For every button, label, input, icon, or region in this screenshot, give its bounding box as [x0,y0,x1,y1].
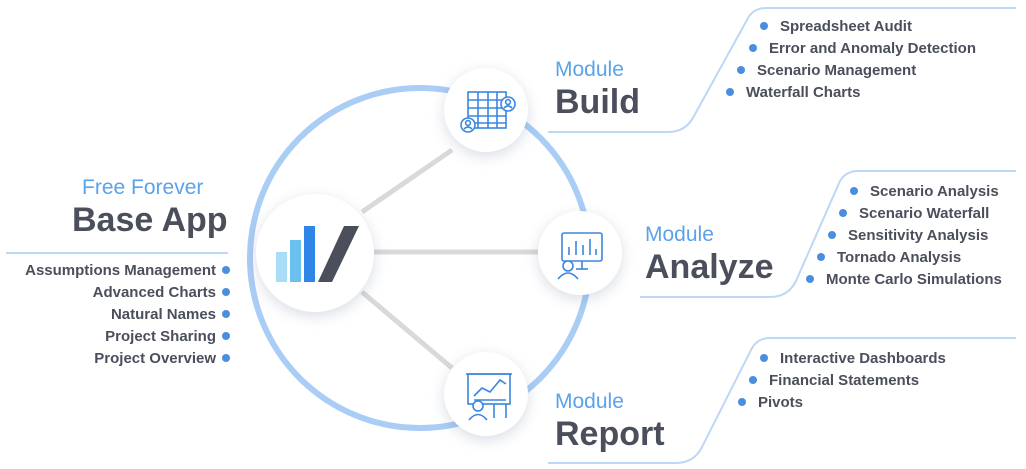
bullet-dot [222,332,230,341]
analyze-title: Analyze [645,248,774,286]
feature-label: Scenario Analysis [870,183,999,200]
bullet-dot [222,354,230,363]
feature-item: Monte Carlo Simulations [806,271,1002,289]
build-node[interactable] [444,68,528,152]
feature-label: Project Sharing [105,328,216,345]
feature-item: Advanced Charts [93,284,230,302]
feature-item: Project Overview [94,350,230,368]
connector-build [360,147,454,215]
feature-label: Sensitivity Analysis [848,227,989,244]
feature-label: Tornado Analysis [837,249,962,266]
bullet-dot [839,209,847,218]
bullet-dot [749,376,757,385]
feature-label: Project Overview [94,350,216,367]
build-kicker: Module [555,58,624,81]
report-node[interactable] [444,352,528,436]
build-label: Module Build [555,58,640,122]
logo-bar-2 [290,240,301,282]
logo-check-stroke [318,226,359,282]
bullet-dot [760,354,768,363]
feature-item: Pivots [738,394,803,412]
bullet-dot [850,187,858,196]
report-title: Report [555,415,665,453]
bullet-dot [749,44,757,53]
report-kicker: Module [555,390,624,413]
base-app-label: Free Forever Base App [72,176,228,240]
connector-report [360,290,454,370]
bracket-analyze [640,170,1016,298]
presenter-board-chart-icon [466,373,512,421]
base-app-node[interactable] [256,194,374,312]
analyze-node[interactable] [538,211,622,295]
bracket-build [548,7,1016,133]
feature-item: Scenario Analysis [850,183,999,201]
feature-item: Scenario Management [737,62,916,80]
bullet-dot [222,310,230,319]
bullet-dot [738,398,746,407]
feature-item: Spreadsheet Audit [760,18,912,36]
feature-item: Sensitivity Analysis [828,227,988,245]
feature-item: Project Sharing [105,328,230,346]
feature-label: Assumptions Management [25,262,216,279]
monitor-chart-user-icon [557,232,603,280]
feature-label: Monte Carlo Simulations [826,271,1002,288]
feature-label: Natural Names [110,306,216,323]
report-label: Module Report [555,390,665,454]
base-app-kicker: Free Forever [82,176,204,199]
feature-label: Advanced Charts [92,284,216,301]
bullet-dot [222,288,230,297]
bracket-report [548,337,1016,464]
feature-label: Error and Anomaly Detection [769,40,976,57]
bullet-dot [806,275,814,284]
spreadsheet-users-icon [460,91,516,133]
feature-item: Financial Statements [749,372,919,390]
feature-label: Interactive Dashboards [780,350,946,367]
feature-label: Pivots [758,394,804,411]
feature-item: Waterfall Charts [726,84,860,102]
bullet-dot [737,66,745,75]
feature-item: Interactive Dashboards [760,350,946,368]
feature-item: Tornado Analysis [817,249,961,267]
logo-bar-1 [276,252,287,282]
feature-item: Error and Anomaly Detection [749,40,976,58]
feature-item: Natural Names [111,306,230,324]
bullet-dot [817,253,825,262]
feature-label: Scenario Waterfall [859,205,990,222]
bullet-dot [760,22,768,31]
build-title: Build [555,83,640,121]
analyze-label: Module Analyze [645,223,774,287]
feature-label: Scenario Management [757,62,917,79]
feature-label: Spreadsheet Audit [780,18,912,35]
base-app-title: Base App [72,201,228,239]
feature-item: Scenario Waterfall [839,205,989,223]
logo-bar-3 [304,226,315,282]
feature-item: Assumptions Management [25,262,230,280]
bullet-dot [726,88,734,97]
logo-check-bars-icon [276,226,359,282]
feature-label: Financial Statements [769,372,920,389]
bullet-dot [222,266,230,275]
analyze-kicker: Module [645,223,714,246]
bullet-dot [828,231,836,240]
feature-label: Waterfall Charts [746,84,861,101]
